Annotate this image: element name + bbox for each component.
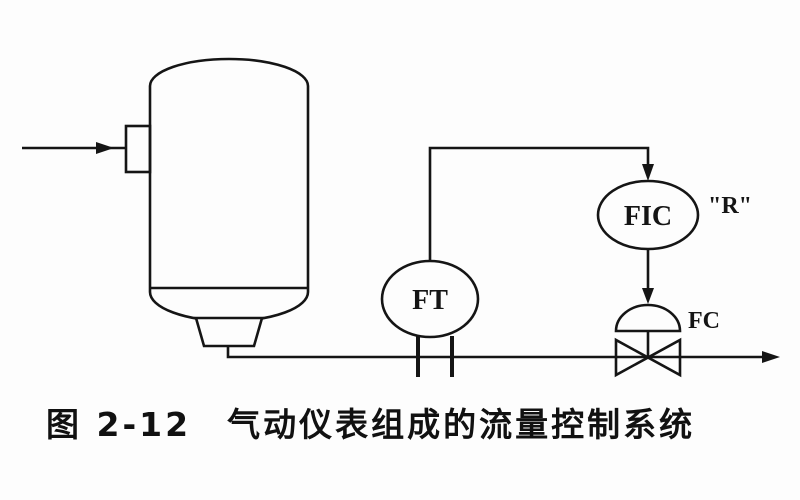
inlet-arrow-icon [96, 142, 114, 154]
vessel-outlet-nozzle [194, 316, 264, 348]
fic-label: FIC [624, 201, 672, 232]
control-valve [614, 303, 682, 378]
process-pipe [226, 346, 764, 359]
valve-body-bowtie [614, 337, 682, 378]
setpoint-label: "R" [708, 193, 752, 219]
valve-actuator-diaphragm [614, 303, 682, 333]
outlet-arrow-icon [762, 351, 780, 363]
vessel-bottom-dome [148, 291, 310, 323]
signal-arrow-into-fic-icon [642, 164, 654, 181]
ft-label: FT [412, 285, 448, 316]
flow-transmitter: FT [380, 259, 480, 339]
vessel-top-dome [148, 57, 310, 87]
signal-arrow-into-valve-icon [642, 288, 654, 304]
figure-caption: 图 2-12 气动仪表组成的流量控制系统 [46, 405, 695, 444]
signal-line-ft-to-fic [428, 146, 650, 261]
inlet-nozzle [124, 124, 152, 174]
flow-controller: FIC [596, 179, 700, 251]
orifice-plate [416, 336, 454, 377]
valve-action-label: FC [688, 308, 720, 334]
vessel [148, 57, 310, 348]
